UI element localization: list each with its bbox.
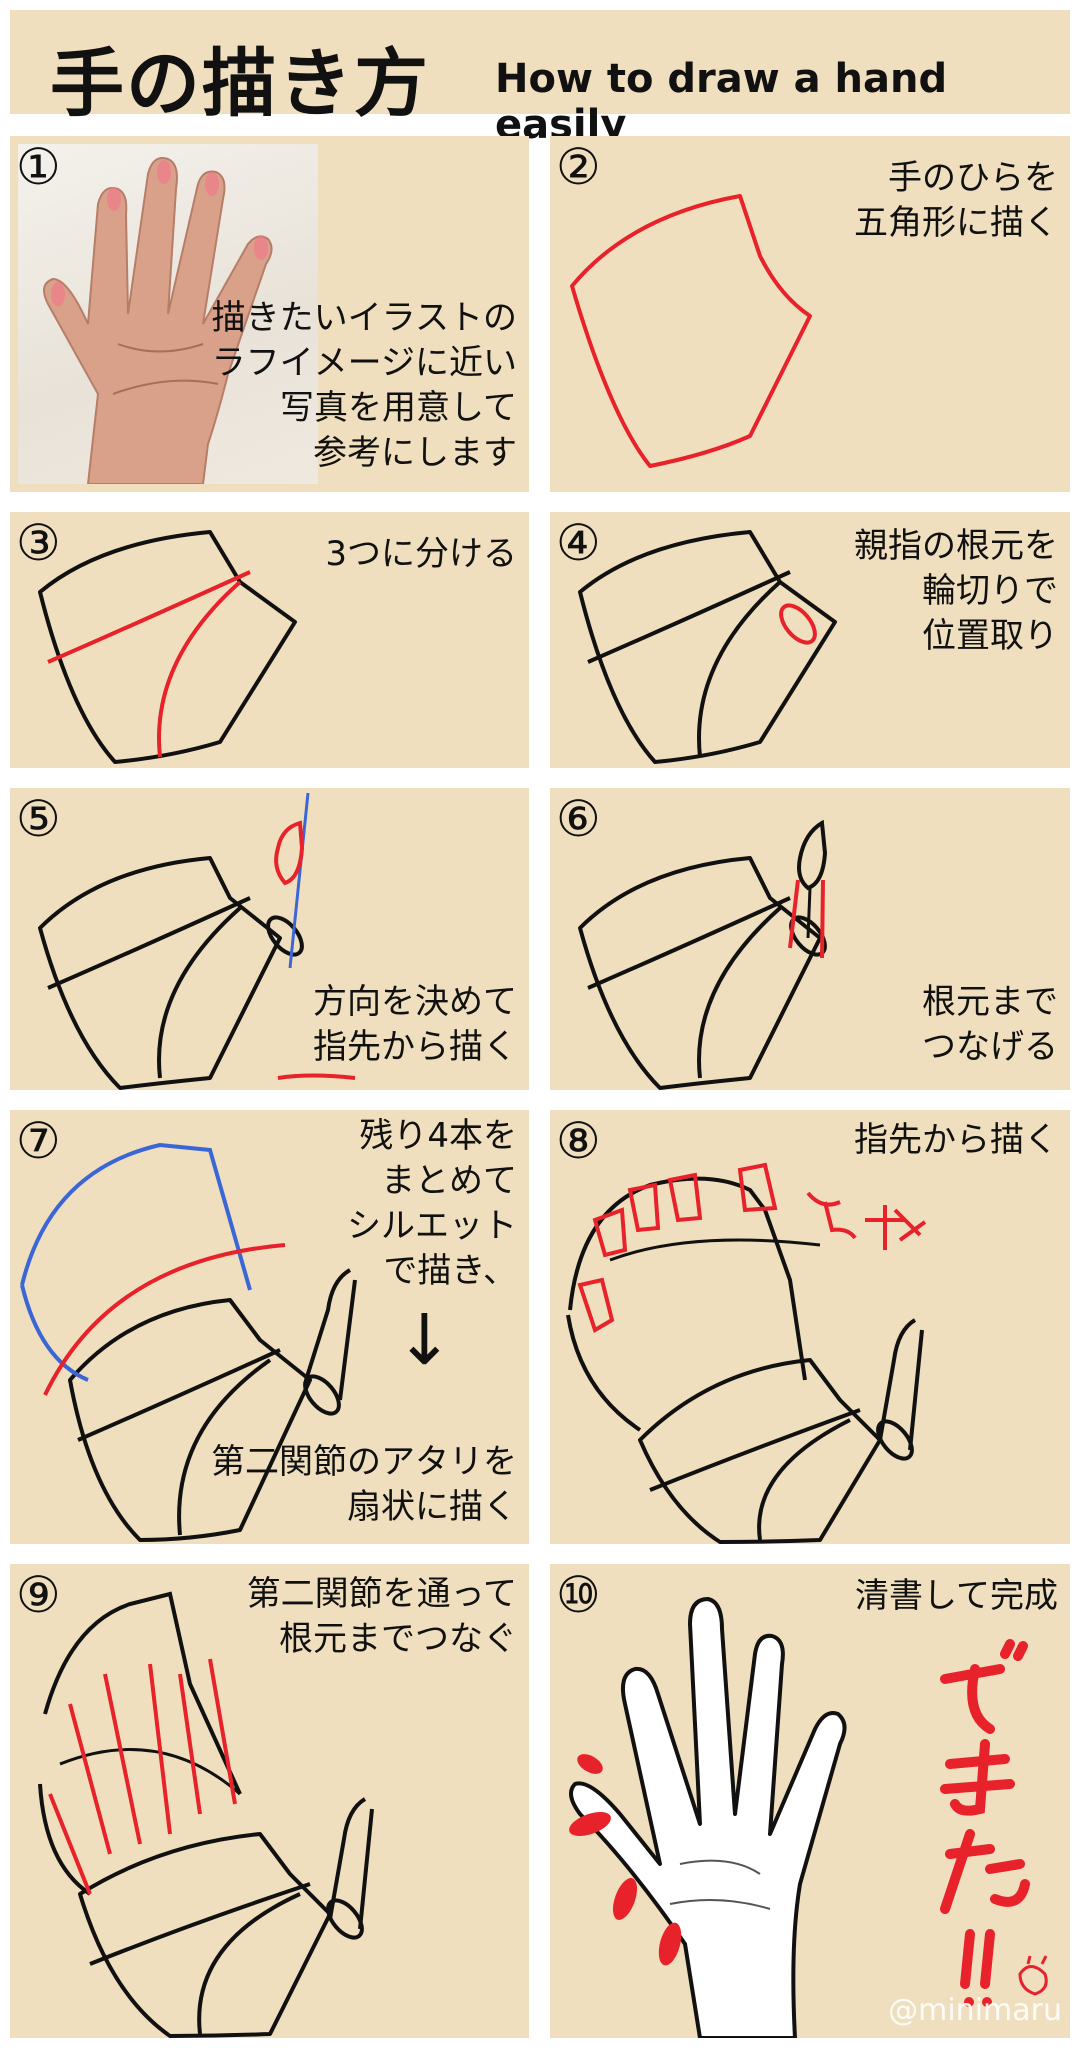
thumb-connect-sketch: [578, 819, 828, 1090]
step-number: ⑤: [16, 790, 61, 848]
step-caption: 残り4本を まとめて シルエット で描き、: [347, 1116, 517, 1291]
step-panel-5: ⑤ 方向を決めて 指先から描く: [10, 788, 529, 1090]
step-number: ⑥: [556, 790, 601, 848]
step-panel-1: ① 描きたいイラストの ラフイメージに近い 写真を用意して 参考にします: [10, 136, 529, 492]
knuckle-connect-sketch: [38, 1591, 374, 2038]
step-caption: 描きたいイラストの ラフイメージに近い 写真を用意して 参考にします: [211, 298, 517, 473]
step-panel-10: ⑩ 清書して完成 @minimaru: [550, 1564, 1070, 2038]
step-caption: 手のひらを 五角形に描く: [854, 158, 1058, 243]
step-caption: 清書して完成: [855, 1576, 1058, 1616]
step-panel-8: ⑧ 指先から描く: [550, 1110, 1070, 1544]
fingertips-sketch: [566, 1162, 927, 1544]
step-number: ⑧: [556, 1112, 601, 1170]
step-panel-9: ⑨ 第二関節を通って 根元までつなぐ: [10, 1564, 529, 2038]
step-panel-2: ② 手のひらを 五角形に描く: [550, 136, 1070, 492]
step-caption: 指先から描く: [854, 1120, 1058, 1160]
step-caption: 3つに分ける: [325, 534, 517, 574]
hand-reference-photo: [18, 144, 318, 484]
finished-hand-drawing: [569, 1597, 1048, 2038]
step-number: ⑨: [16, 1566, 61, 1624]
step-caption-secondary: 第二関節のアタリを 扇状に描く: [211, 1442, 517, 1527]
step-number: ①: [16, 138, 61, 196]
step-caption: 根元まで つなげる: [922, 982, 1058, 1067]
fingers-silhouette-sketch: [20, 1142, 357, 1542]
step-panel-7: ⑦ 残り4本を まとめて シルエット で描き、 ↓ 第二関節のアタリを 扇状に描…: [10, 1110, 529, 1544]
thumb-direction-sketch: [38, 792, 356, 1090]
step-number: ⑦: [16, 1112, 61, 1170]
header-banner: 手の描き方 How to draw a hand easily: [10, 10, 1070, 148]
step-caption: 方向を決めて 指先から描く: [313, 982, 517, 1067]
step-caption: 親指の根元を 輪切りで 位置取り: [854, 526, 1058, 656]
step-panel-6: ⑥ 根元まで つなげる: [550, 788, 1070, 1090]
step-panel-4: ④ 親指の根元を 輪切りで 位置取り: [550, 512, 1070, 768]
step-number: ②: [556, 138, 601, 196]
thumb-base-sketch: [578, 530, 837, 764]
pentagon-palm-sketch: [570, 194, 812, 468]
three-section-sketch: [38, 530, 297, 764]
step-number: ④: [556, 514, 601, 572]
step-caption: 第二関節を通って 根元までつなぐ: [246, 1574, 517, 1659]
page-subtitle: How to draw a hand easily: [495, 56, 948, 148]
page-title: 手の描き方: [50, 41, 430, 127]
step-number: ⑩: [556, 1566, 601, 1624]
step-number: ③: [16, 514, 61, 572]
step-panel-3: ③ 3つに分ける: [10, 512, 529, 768]
down-arrow: ↓: [395, 1299, 454, 1381]
author-watermark: @minimaru: [888, 1993, 1062, 2028]
